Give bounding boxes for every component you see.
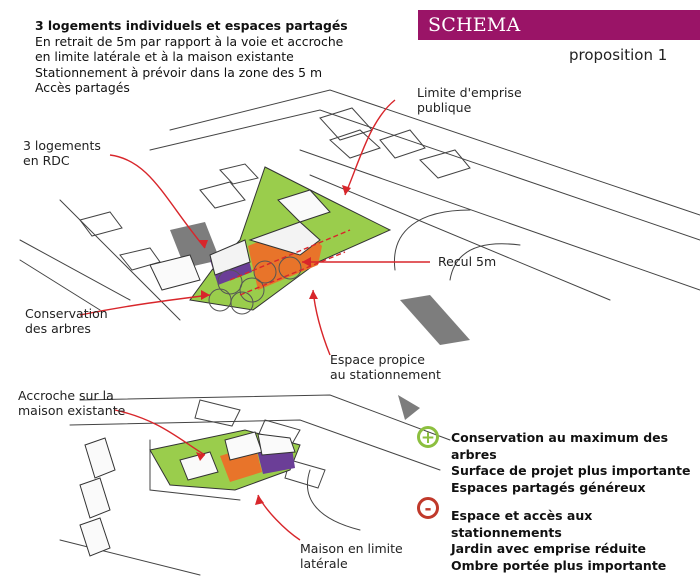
drawbacks-list: Espace et accès aux stationnements Jardi…	[451, 508, 700, 574]
page-title: SCHEMA D'IMPLANTATION	[418, 10, 700, 40]
list-item: Espaces partagés généreux	[451, 480, 700, 497]
intro-heading: 3 logements individuels et espaces parta…	[35, 18, 348, 34]
intro-line: en limite latérale et à la maison exista…	[35, 49, 348, 65]
intro-block: 3 logements individuels et espaces parta…	[35, 18, 348, 96]
annotation-logements: 3 logements en RDC	[23, 138, 101, 168]
minus-icon: -	[417, 497, 439, 519]
page-subtitle: proposition 1	[569, 46, 667, 64]
list-item: Conservation au maximum des arbres	[451, 430, 700, 463]
annotation-stationnement: Espace propice au stationnement	[330, 352, 441, 382]
list-item: Ombre portée plus importante	[451, 558, 700, 575]
annotation-accroche: Accroche sur la maison existante	[18, 388, 125, 418]
list-item: Espace et accès aux stationnements	[451, 508, 700, 541]
list-item: Surface de projet plus importante	[451, 463, 700, 480]
intro-line: En retrait de 5m par rapport à la voie e…	[35, 34, 348, 50]
annotation-limite-laterale: Maison en limite latérale	[300, 541, 403, 571]
intro-line: Accès partagés	[35, 80, 348, 96]
annotation-limite-emprise: Limite d'emprise publique	[417, 85, 522, 115]
intro-line: Stationnement à prévoir dans la zone des…	[35, 65, 348, 81]
annotation-recul: Recul 5m	[438, 254, 496, 269]
annotation-arbres: Conservation des arbres	[25, 306, 108, 336]
plus-icon: +	[417, 426, 439, 448]
list-item: Jardin avec emprise réduite	[451, 541, 700, 558]
advantages-list: Conservation au maximum des arbres Surfa…	[451, 430, 700, 496]
